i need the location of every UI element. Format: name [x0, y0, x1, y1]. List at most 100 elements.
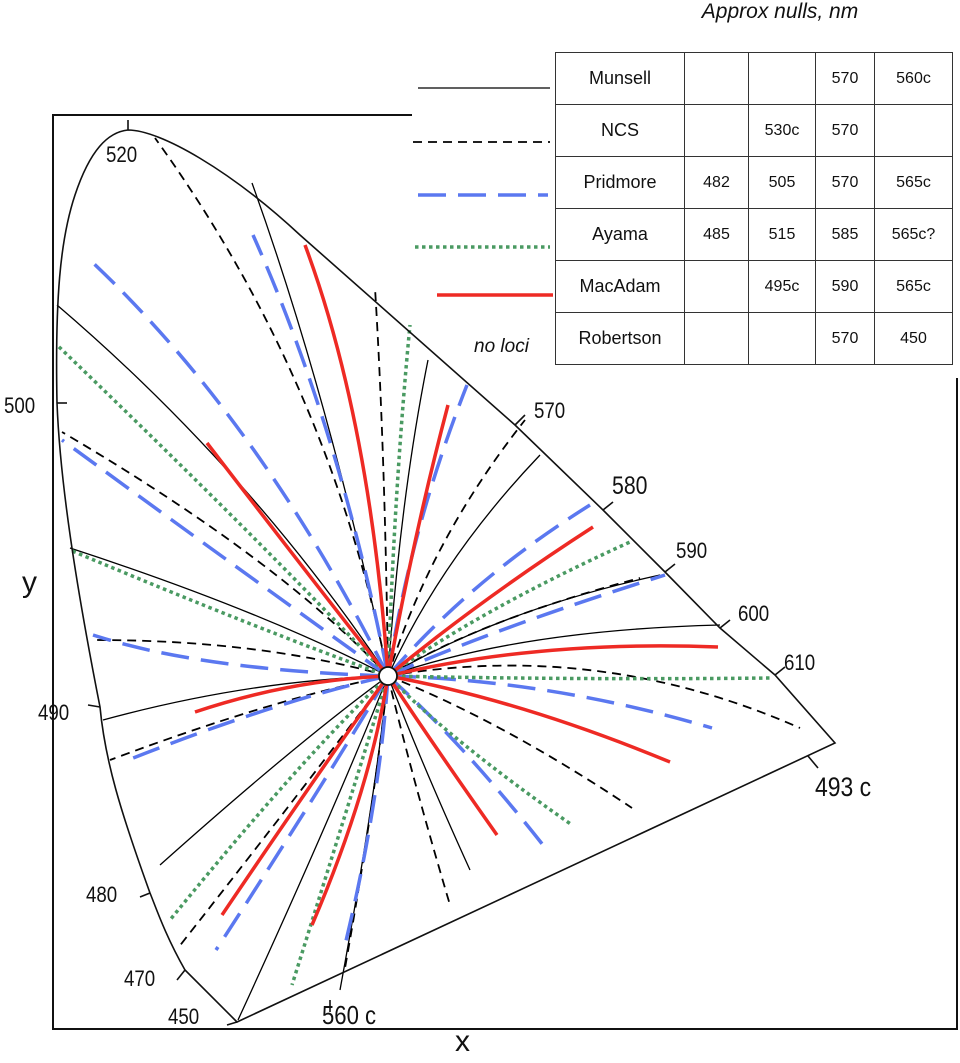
null-cell: 530c [748, 104, 816, 157]
macadam-locus-line [310, 675, 390, 926]
ncs-locus-line [387, 675, 633, 809]
white-point-marker [378, 666, 398, 686]
macadam-locus-line [303, 244, 390, 677]
null-cell: 570 [815, 156, 875, 209]
wavelength-tick [774, 666, 786, 676]
wavelength-tick [514, 414, 526, 426]
munsell-locus-line [387, 624, 721, 677]
null-cell [748, 312, 816, 365]
ncs-locus-line [94, 639, 389, 677]
pridmore-locus-line [386, 503, 591, 678]
wavelength-tick [226, 1021, 238, 1026]
ncs-locus-line [109, 675, 389, 761]
null-cell: 495c [748, 260, 816, 313]
method-name: MacAdam [555, 260, 685, 313]
method-name: Munsell [555, 52, 685, 105]
munsell-locus-line [56, 304, 389, 677]
macadam-locus-line [386, 675, 499, 837]
x-axis-label: x [455, 1025, 470, 1058]
macadam-locus-line [220, 674, 390, 916]
null-cell: 585 [815, 208, 875, 261]
null-cell: 565c? [874, 208, 953, 261]
null-cell [748, 52, 816, 105]
wavelength-tick [176, 969, 186, 981]
label-490: 490 [38, 700, 70, 725]
null-cell [684, 52, 749, 105]
null-cell: 515 [748, 208, 816, 261]
null-cell: 560c [874, 52, 953, 105]
wavelength-tick [719, 619, 731, 629]
null-cell: 590 [815, 260, 875, 313]
macadam-locus-line [386, 525, 594, 678]
ayama-locus-line [386, 540, 631, 678]
null-cell: 485 [684, 208, 749, 261]
label-570: 570 [534, 398, 566, 423]
ncs-locus-line [387, 675, 451, 906]
label-590: 590 [676, 538, 708, 563]
null-cell: 565c [874, 260, 953, 313]
label-580: 580 [612, 472, 648, 500]
pridmore-locus-line [92, 633, 389, 678]
macadam-locus-line [387, 644, 719, 678]
y-axis-label: y [22, 566, 37, 599]
ayama-locus-line [69, 548, 389, 678]
label-470: 470 [124, 966, 156, 991]
macadam-locus-line [387, 674, 671, 764]
wavelength-tick [602, 501, 614, 511]
ncs-locus-line [387, 577, 641, 677]
label-560c: 560 c [322, 1000, 377, 1030]
null-cell: 570 [815, 104, 875, 157]
null-cell [684, 260, 749, 313]
ncs-locus-line [387, 419, 526, 677]
label-500: 500 [4, 393, 36, 418]
pridmore-locus-line [127, 674, 389, 762]
pridmore-locus-line [386, 384, 469, 677]
label-493c: 493 c [815, 772, 872, 802]
wavelength-tick [87, 704, 101, 708]
munsell-locus-line [237, 675, 389, 1021]
null-cell [874, 104, 953, 157]
label-610: 610 [784, 650, 816, 675]
munsell-locus-line [387, 454, 541, 677]
frame [52, 114, 958, 1030]
spectral-locus [55, 129, 837, 1023]
macadam-locus-line [386, 404, 450, 677]
macadam-locus-line [194, 674, 389, 714]
pridmore-locus-line [386, 674, 545, 847]
pridmore-locus-line [251, 234, 390, 677]
label-480: 480 [86, 882, 118, 907]
pridmore-locus-line [343, 675, 390, 946]
method-name: Robertson [555, 312, 685, 365]
wavelength-tick [139, 892, 151, 898]
label-450: 450 [168, 1004, 200, 1029]
munsell-locus-line [69, 547, 389, 677]
null-cell: 570 [815, 52, 875, 105]
wavelength-tick [807, 755, 819, 769]
pridmore-locus-line [60, 438, 390, 678]
method-name: Pridmore [555, 156, 685, 209]
ncs-locus-line [387, 664, 801, 729]
method-name: Ayama [555, 208, 685, 261]
null-cell [684, 104, 749, 157]
table-title: Approx nulls, nm [701, 0, 859, 23]
pridmore-locus-line [387, 573, 666, 678]
method-name: NCS [555, 104, 685, 157]
ayama-locus-line [290, 675, 390, 986]
ayama-locus-line [386, 324, 412, 677]
label-600: 600 [738, 601, 770, 626]
munsell-locus-line [251, 182, 389, 677]
pridmore-locus-line [214, 675, 390, 951]
null-cell: 570 [815, 312, 875, 365]
ayama-locus-line [387, 674, 771, 681]
munsell-locus-line [387, 675, 471, 871]
label-520: 520 [106, 142, 138, 167]
